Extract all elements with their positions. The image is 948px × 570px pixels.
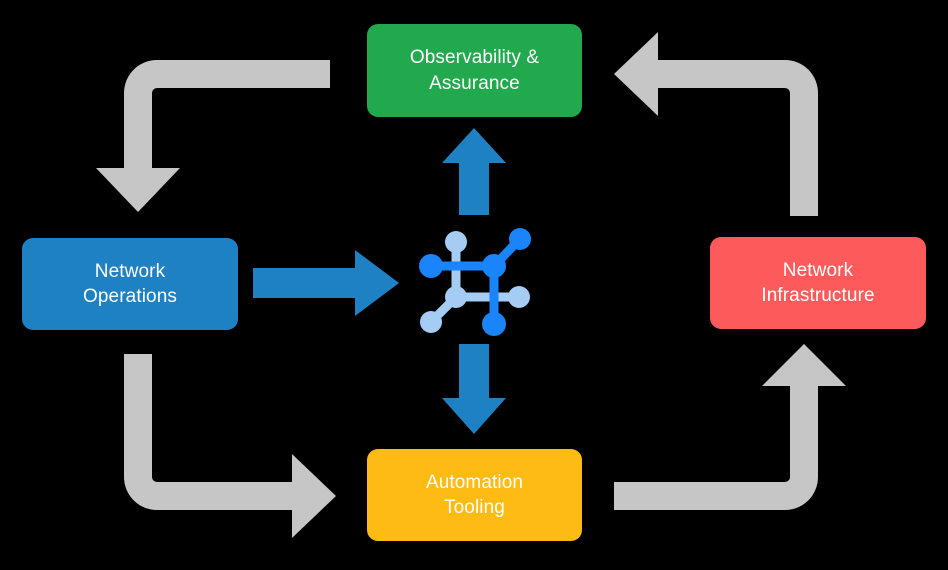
network-icon-dark-nodes	[419, 228, 531, 336]
node-network-infrastructure[interactable]: Network Infrastructure	[710, 237, 926, 329]
arrow-center-to-automation	[442, 344, 506, 434]
node-label-network-operations: Network Operations	[83, 260, 177, 307]
node-automation-tooling[interactable]: Automation Tooling	[367, 449, 582, 541]
arrow-observability-to-netops	[96, 60, 330, 212]
arrow-netops-to-automation	[124, 354, 336, 538]
network-topology-icon	[419, 228, 531, 336]
node-network-operations[interactable]: Network Operations	[22, 238, 238, 330]
arrow-automation-to-netinfra	[614, 344, 846, 510]
node-observability-and-assurance[interactable]: Observability & Assurance	[367, 24, 582, 117]
node-label-network-infrastructure: Network Infrastructure	[761, 259, 875, 306]
arrow-netops-to-center	[253, 250, 399, 316]
arrow-netinfra-to-observability	[614, 32, 818, 216]
network-icon-light-nodes	[420, 231, 530, 333]
arrow-center-to-observability	[442, 128, 506, 215]
node-label-observability: Observability & Assurance	[409, 47, 540, 94]
node-label-automation-tooling: Automation Tooling	[425, 471, 524, 518]
